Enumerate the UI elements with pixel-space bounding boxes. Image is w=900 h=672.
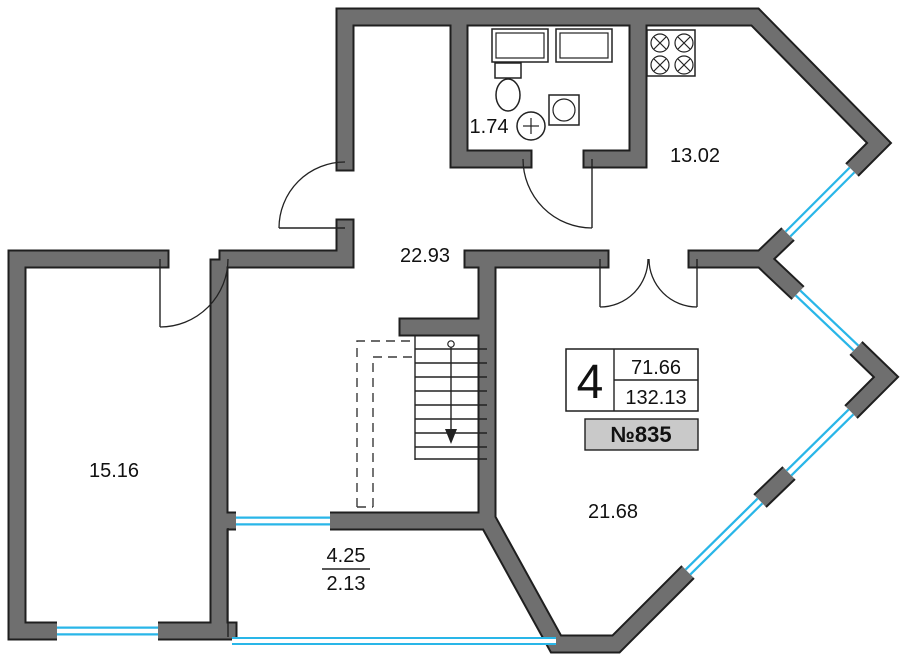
balcony-area-fraction: 4.25 2.13 [322,545,370,595]
stove-fixture [646,29,696,77]
kitchen-area-label: 13.02 [670,145,720,167]
window-right-upper [790,285,864,356]
water-heater-fixture [548,94,580,126]
rooms-count-label: 4 [577,356,604,409]
balcony-area-reduced-label: 2.13 [327,573,366,595]
area-lower-label: 132.13 [625,387,686,409]
area-upper-label: 71.66 [631,357,681,379]
bathroom-area-label: 1.74 [470,116,509,138]
stair-upper-flight-dashed [356,340,414,508]
door-arc-kitchen-left [599,258,649,308]
toilet-fixture [494,62,522,112]
sink-fixture [516,111,546,141]
bedroom-area-label: 15.16 [89,460,139,482]
door-arc-entry [278,161,346,229]
hallway-area-label: 22.93 [400,245,450,267]
washing-machine-1 [491,28,549,63]
balcony-area-full-label: 4.25 [327,545,366,567]
staircase [356,336,487,508]
door-arc-bathroom [522,158,593,229]
stair-direction-arrow [445,340,457,444]
window-top-right [780,162,860,242]
door-arc-kitchen-right [648,258,698,308]
living-area-label: 21.68 [588,501,638,523]
door-arc-bedroom [159,258,229,328]
walls [7,7,900,654]
balcony-glazing [227,528,556,645]
apartment-info: 4 71.66 132.13 №835 [565,348,699,451]
window-right-mid [781,404,859,481]
window-right-lower [680,493,768,580]
washing-machine-2 [555,28,613,63]
apartment-number-label: №835 [610,422,671,447]
apartment-number-badge: №835 [584,418,699,451]
